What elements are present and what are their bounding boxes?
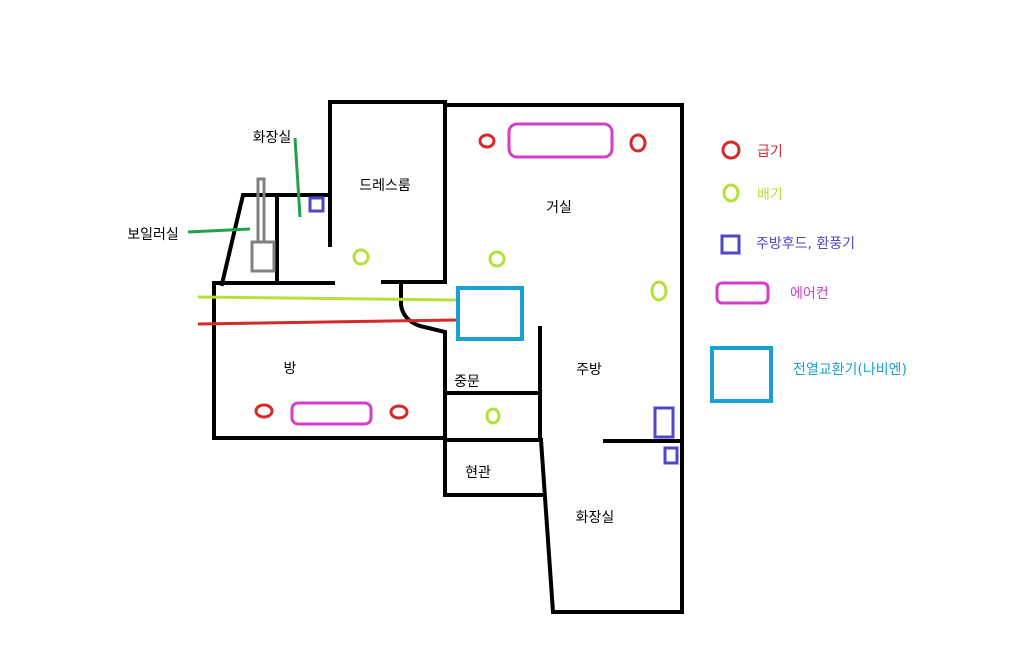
supply-vent-icon	[254, 403, 274, 419]
air-conditioner-icon	[290, 401, 373, 426]
supply-vent-icon	[478, 133, 496, 149]
legend-label-ac: 에어컨	[790, 286, 829, 302]
supply-vent-icon	[629, 133, 647, 153]
room-label-middle-door: 중문	[454, 374, 480, 390]
legend-label-supply: 급기	[757, 144, 783, 160]
room-label-boiler: 보일러실	[127, 227, 179, 243]
exhaust-vent-icon	[488, 250, 506, 268]
boiler-icon	[250, 177, 276, 273]
legend-erv-icon	[710, 346, 773, 403]
room-label-bathroom: 화장실	[576, 510, 615, 526]
room-label-bathroom-small: 화장실	[253, 130, 292, 146]
legend-ac-icon	[715, 281, 770, 305]
room-label-entrance: 현관	[465, 465, 491, 481]
erv-unit-icon	[456, 286, 524, 341]
legend-label-fan: 주방후드, 환풍기	[756, 236, 855, 252]
exhaust-vent-icon	[485, 407, 501, 425]
supply-vent-icon	[389, 404, 409, 420]
legend-label-erv: 전열교환기(나비엔)	[793, 362, 907, 378]
legend-fan-icon	[720, 234, 741, 255]
leader-line-bathroom	[293, 137, 302, 218]
supply-duct-line	[197, 318, 459, 326]
room-label-living: 거실	[546, 200, 572, 216]
fan-icon	[663, 446, 679, 465]
legend-exhaust-icon	[722, 183, 740, 203]
fan-icon	[308, 196, 325, 213]
kitchen-hood-icon	[653, 406, 675, 439]
exhaust-vent-icon	[650, 280, 668, 302]
walls	[212, 100, 684, 614]
room-label-room: 방	[284, 361, 297, 377]
exhaust-vent-icon	[352, 248, 370, 266]
air-conditioner-icon	[507, 122, 614, 159]
legend-supply-icon	[721, 140, 741, 160]
room-label-kitchen: 주방	[576, 362, 602, 378]
legend: 급기 배기 주방후드, 환풍기 에어컨 전열교환기(나비엔)	[710, 140, 907, 403]
legend-label-exhaust: 배기	[757, 187, 783, 203]
exhaust-duct-line	[197, 295, 459, 302]
leader-line-boiler	[187, 227, 251, 234]
room-label-dressroom: 드레스룸	[359, 178, 411, 194]
